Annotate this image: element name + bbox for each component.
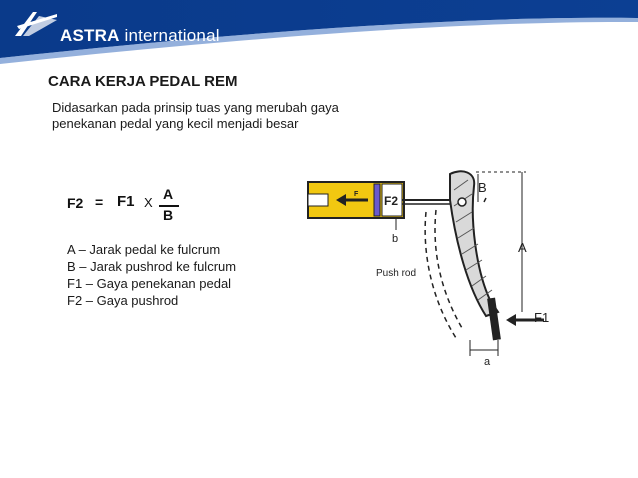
- brand-name-light: international: [119, 26, 220, 45]
- astra-logo: ASTRA international: [13, 6, 220, 52]
- formula-lhs: F2: [67, 195, 84, 211]
- f2-label: F2: [384, 194, 398, 208]
- slide-title: CARA KERJA PEDAL REM: [48, 73, 238, 90]
- brand-name: ASTRA international: [60, 26, 220, 46]
- brand-name-bold: ASTRA: [60, 26, 120, 45]
- b-tick: [483, 197, 487, 203]
- header-banner: ASTRA international: [0, 0, 638, 72]
- lever-formula: F2 = F1 X A B: [67, 186, 207, 226]
- cylinder-port: [307, 193, 329, 207]
- formula-numerator: A: [163, 186, 174, 202]
- header-background: [0, 0, 638, 72]
- pedal-travel-dashed-2: [424, 211, 457, 339]
- legend-item: F2 – Gaya pushrod: [67, 293, 179, 308]
- pedal-travel-dashed-1: [434, 209, 463, 329]
- f1-arrow-head: [506, 314, 516, 326]
- brake-pedal-diagram: F F2 b F1 A B a Push rod: [307, 170, 549, 368]
- legend-item: B – Jarak pushrod ke fulcrum: [67, 259, 237, 274]
- b-lower-label: b: [392, 233, 398, 245]
- b-upper-label: B: [478, 180, 487, 195]
- a-lower-label: a: [484, 356, 491, 368]
- formula-equals: =: [95, 194, 104, 210]
- legend-item: F1 – Gaya penekanan pedal: [67, 276, 232, 291]
- f1-label: F1: [534, 310, 549, 325]
- intro-text: Didasarkan pada prinsip tuas yang meruba…: [52, 100, 339, 131]
- formula-f1: F1: [117, 193, 135, 210]
- legend-item: A – Jarak pedal ke fulcrum: [67, 242, 221, 257]
- fraction-bar: [159, 205, 179, 207]
- formula-denominator: B: [163, 207, 174, 223]
- astra-logo-mark: [15, 12, 57, 36]
- piston: [373, 183, 381, 217]
- pedal-pad: [487, 297, 501, 341]
- push-rod-label: Push rod: [376, 268, 416, 279]
- variable-legend: A – Jarak pedal ke fulcrum B – Jarak pus…: [67, 241, 236, 309]
- f2-arrow-head: [336, 194, 346, 206]
- f-small-label: F: [354, 191, 359, 198]
- pushrod-pivot: [457, 197, 467, 207]
- a-upper-label: A: [518, 240, 527, 255]
- pedal-arm: [449, 170, 500, 318]
- formula-times: X: [144, 195, 153, 210]
